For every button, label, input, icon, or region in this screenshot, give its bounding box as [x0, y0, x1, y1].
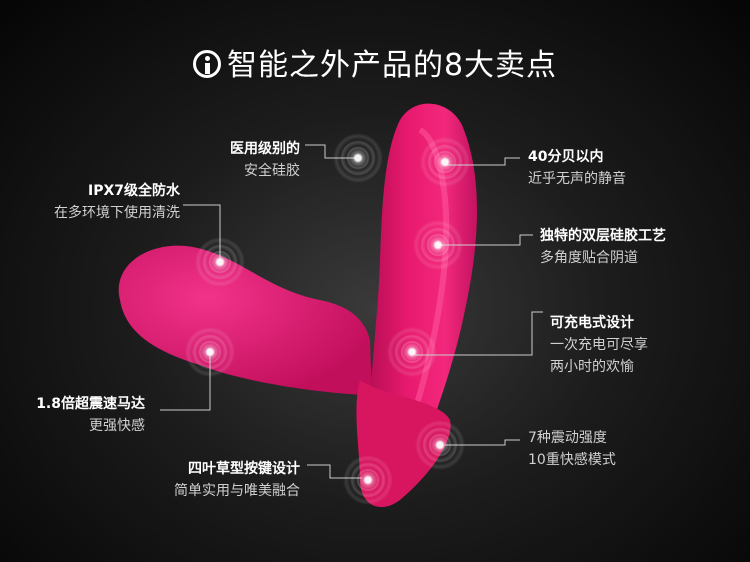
feature-sub: 两小时的欢愉: [550, 359, 634, 375]
feature-sub: 一次充电可尽享: [550, 337, 648, 353]
hotspot-silent: [415, 132, 475, 192]
hotspot-rechargeable: [382, 322, 442, 382]
feature-heading: 可充电式设计: [550, 315, 634, 331]
hotspot-double-layer: [408, 215, 468, 275]
hotspot-waterproof: [190, 232, 250, 292]
feature-silent: 40分贝以内 近乎无声的静音: [528, 146, 728, 190]
feature-heading: IPX7级全防水: [87, 183, 180, 199]
feature-waterproof: IPX7级全防水 在多环境下使用清洗: [20, 180, 180, 224]
feature-sub: 多角度贴合阴道: [540, 250, 638, 266]
feature-motor: 1.8倍超震速马达 更强快感: [15, 393, 145, 437]
hotspot-motor: [180, 322, 240, 382]
feature-sub: 10重快感模式: [528, 452, 616, 468]
feature-double-layer: 独特的双层硅胶工艺 多角度贴合阴道: [540, 225, 740, 269]
hotspot-silicone: [328, 128, 388, 188]
feature-silicone: 医用级别的 安全硅胶: [190, 138, 300, 182]
feature-sub: 更强快感: [89, 418, 145, 434]
feature-heading: 医用级别的: [230, 141, 300, 157]
info-icon: [192, 50, 221, 78]
feature-heading: 独特的双层硅胶工艺: [540, 228, 666, 244]
feature-vibration-modes: 7种震动强度 10重快感模式: [528, 427, 728, 471]
feature-heading: 四叶草型按键设计: [188, 461, 300, 477]
feature-button: 四叶草型按键设计 简单实用与唯美融合: [140, 458, 300, 502]
feature-sub: 简单实用与唯美融合: [174, 483, 300, 499]
feature-sub: 在多环境下使用清洗: [54, 205, 180, 221]
page-title: 智能之外产品的8大卖点: [0, 40, 750, 84]
feature-sub: 安全硅胶: [244, 163, 300, 179]
feature-rechargeable: 可充电式设计 一次充电可尽享 两小时的欢愉: [550, 312, 740, 378]
feature-heading: 1.8倍超震速马达: [36, 396, 145, 412]
hotspot-button: [338, 450, 398, 510]
hotspot-vibration-modes: [410, 415, 470, 475]
feature-heading: 40分贝以内: [528, 149, 604, 165]
feature-sub: 7种震动强度: [528, 430, 607, 446]
title-text: 智能之外产品的8大卖点: [226, 48, 558, 83]
feature-sub: 近乎无声的静音: [528, 171, 626, 187]
